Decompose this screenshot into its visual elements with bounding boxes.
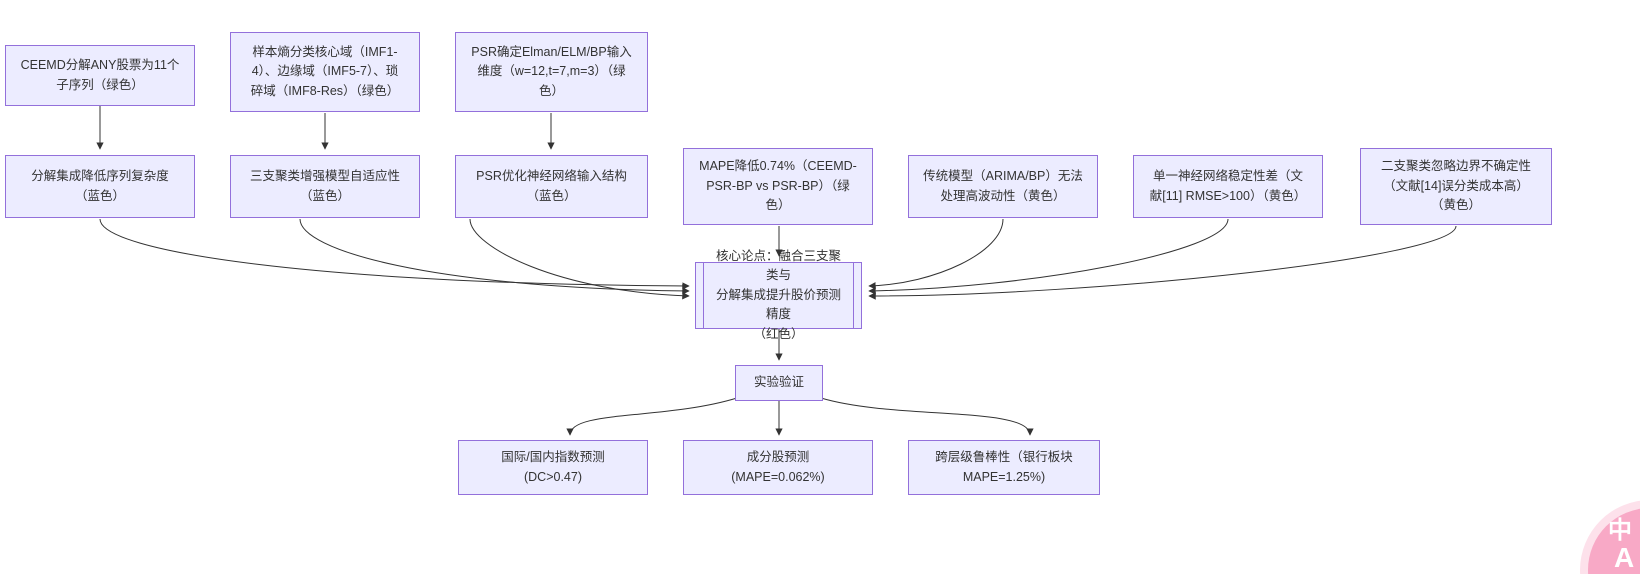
edge-experiment-robustness: [820, 397, 1034, 436]
translate-badge-en-glyph: A: [1614, 542, 1635, 574]
node-mape-reduction: MAPE降低0.74%（CEEMD- PSR-BP vs PSR-BP）（绿 色…: [683, 148, 873, 225]
node-three-way-clustering: 三支聚类增强模型自适应性 （蓝色）: [230, 155, 420, 218]
node-traditional-models: 传统模型（ARIMA/BP）无法 处理高波动性（黄色）: [908, 155, 1098, 218]
edge-threeway-core: [299, 218, 690, 295]
node-psr-input-dimension: PSR确定Elman/ELM/BP输入 维度（w=12,t=7,m=3）（绿 色…: [455, 32, 648, 112]
edge-traditional-core: [868, 218, 1004, 290]
node-cross-level-robustness: 跨层级鲁棒性（银行板块 MAPE=1.25%): [908, 440, 1100, 495]
translate-badge-button[interactable]: 中 A: [1588, 508, 1640, 574]
node-core-thesis: 核心论点：融合三支聚类与 分解集成提升股价预测精度 （红色）: [695, 249, 862, 341]
subroutine-bar-left: [703, 263, 704, 328]
node-single-nn-instability: 单一神经网络稳定性差（文 献[11] RMSE>100）（黄色）: [1133, 155, 1323, 218]
core-thesis-label: 核心论点：融合三支聚类与 分解集成提升股价预测精度 （红色）: [715, 249, 841, 341]
node-psr-optimization: PSR优化神经网络输入结构 （蓝色）: [455, 155, 648, 218]
node-index-prediction: 国际/国内指数预测 (DC>0.47): [458, 440, 648, 495]
node-decomposition-ensemble: 分解集成降低序列复杂度 （蓝色）: [5, 155, 195, 218]
translate-badge-zh-glyph: 中: [1608, 517, 1632, 544]
edge-decomp-core: [99, 218, 690, 290]
edge-singlenn-core: [868, 218, 1229, 295]
node-ceemd-decomposition: CEEMD分解ANY股票为11个 子序列（绿色）: [5, 45, 195, 106]
node-constituent-stock-prediction: 成分股预测 (MAPE=0.062%): [683, 440, 873, 495]
node-sample-entropy: 样本熵分类核心域（IMF1- 4）、边缘域（IMF5-7）、琐 碎域（IMF8-…: [230, 32, 420, 112]
subroutine-bar-right: [853, 263, 854, 328]
node-experiment-validation: 实验验证: [735, 365, 823, 401]
node-two-way-clustering-limit: 二支聚类忽略边界不确定性 （文献[14]误分类成本高） （黄色）: [1360, 148, 1552, 225]
edge-experiment-indexpred: [566, 397, 738, 436]
edge-psropt-core: [469, 218, 690, 300]
edge-twoway-core: [868, 225, 1457, 300]
